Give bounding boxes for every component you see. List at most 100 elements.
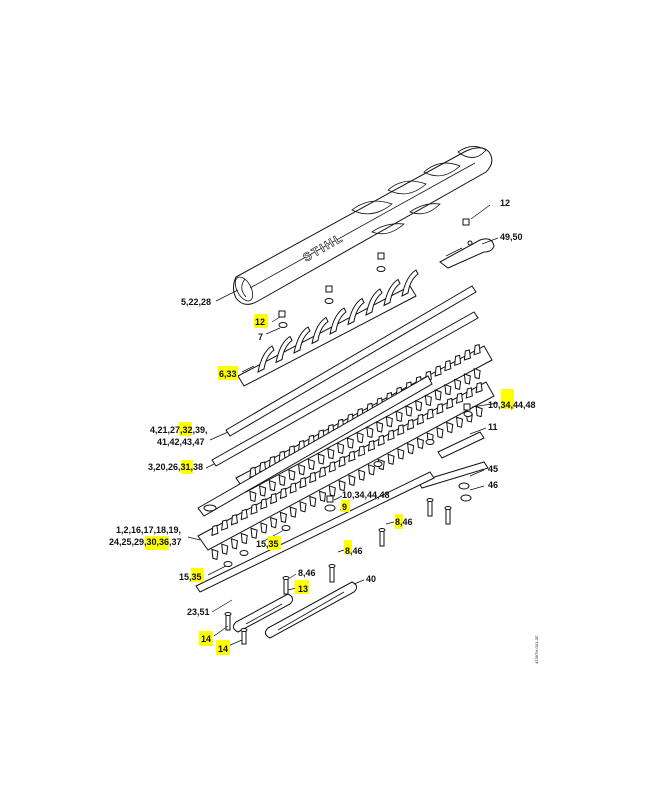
blade-tooth: [473, 367, 481, 380]
callout-label[interactable]: 13: [298, 584, 308, 594]
spacer-bar[interactable]: [197, 375, 433, 517]
blade-tooth: [309, 495, 317, 508]
drawing-number: 4228TH-001-3C: [534, 635, 539, 664]
callout-label[interactable]: 14: [218, 644, 228, 654]
blade-tooth: [415, 399, 423, 412]
blade-tooth: [348, 474, 356, 486]
callout-label[interactable]: 40: [366, 574, 376, 584]
blade-tooth: [446, 397, 454, 410]
nut-group-upper: [278, 218, 470, 328]
stiffener-bar[interactable]: [237, 269, 419, 387]
blade-tooth: [358, 445, 366, 457]
blade-tooth: [289, 482, 297, 494]
blade-tooth: [367, 464, 376, 476]
screw: [444, 506, 452, 525]
callout-label[interactable]: 15,35: [179, 572, 202, 582]
washers: [223, 403, 473, 567]
blade-tooth: [338, 479, 346, 492]
blade-tooth: [426, 408, 434, 420]
blade-tooth: [240, 508, 248, 521]
blade-tooth: [298, 463, 306, 476]
screw: [224, 612, 232, 631]
blade-tooth: [434, 365, 442, 377]
blade-tooth: [260, 522, 268, 534]
callout-label[interactable]: 6,33: [219, 369, 237, 379]
blade-tooth: [475, 382, 483, 394]
callout-label[interactable]: 10,34,44,48: [342, 490, 390, 500]
bottom-bar[interactable]: [195, 471, 435, 593]
spacer-strip-middle[interactable]: [211, 311, 479, 467]
nut: [376, 252, 386, 272]
washer: [281, 525, 291, 531]
blade-tooth: [405, 405, 413, 417]
callout-label[interactable]: 8,46: [298, 568, 316, 578]
callout-label[interactable]: 14: [201, 634, 211, 644]
blade-tooth: [328, 461, 336, 473]
lower-cutter-blade[interactable]: [197, 381, 495, 560]
blade-guard[interactable]: STIHL: [232, 146, 493, 305]
callout-label[interactable]: 45: [488, 464, 498, 474]
blade-tooth: [377, 434, 385, 447]
callout-label[interactable]: 15,35: [256, 539, 279, 549]
callout-label[interactable]: 8,46: [395, 517, 413, 527]
callout-label[interactable]: 7: [258, 332, 263, 342]
slot-plate-13[interactable]: [232, 593, 294, 633]
blade-tooth: [358, 469, 366, 481]
callout-label[interactable]: 8,46: [345, 546, 363, 556]
blade-tooth: [473, 344, 481, 356]
callout-label[interactable]: 3,20,26,31,38: [148, 462, 203, 472]
blade-tooth: [309, 471, 317, 484]
stiffener-prong: [383, 278, 401, 307]
blade-tooth: [434, 389, 442, 401]
callout-label[interactable]: 5,22,28: [181, 297, 211, 307]
side-plate-11[interactable]: [437, 431, 485, 459]
blade-tooth: [436, 427, 444, 439]
blade-tooth: [279, 487, 287, 500]
blade-tooth: [367, 440, 376, 452]
spacer-strip-upper[interactable]: [225, 285, 477, 437]
screw: [426, 498, 434, 517]
callout-label[interactable]: 41,42,43,47: [157, 437, 205, 447]
callout-label[interactable]: 9: [342, 502, 347, 512]
stiffener-prong: [293, 326, 311, 354]
callout-label[interactable]: 12: [500, 198, 510, 208]
blade-tooth: [387, 429, 395, 441]
blade-tooth: [455, 416, 464, 428]
stiffener-prong: [311, 316, 329, 345]
callout-label[interactable]: 23,51: [187, 607, 210, 617]
blade-tooth: [446, 421, 454, 434]
blade-tooth: [289, 506, 297, 518]
callout-label[interactable]: 49,50: [500, 232, 523, 242]
guard-clip[interactable]: [439, 238, 495, 269]
side-plate-45[interactable]: [417, 461, 489, 489]
blade-tooth: [385, 415, 393, 428]
blade-tooth: [397, 424, 405, 436]
blade-tooth: [407, 442, 415, 455]
blade-tooth: [455, 392, 464, 404]
blade-tooth: [463, 373, 471, 385]
blade-tooth: [436, 403, 444, 415]
callout-label[interactable]: 11: [488, 422, 498, 432]
blade-tooth: [416, 413, 424, 426]
blade-tooth: [424, 394, 432, 406]
blade-tooth: [288, 469, 296, 481]
blade-tooth: [250, 527, 258, 539]
blade-tooth: [366, 426, 374, 438]
blade-tooth: [337, 442, 345, 454]
blade-tooth: [356, 431, 364, 444]
callout-label[interactable]: 1,2,16,17,18,19,: [116, 525, 181, 535]
washer: [223, 561, 233, 567]
blade-tooth: [465, 387, 473, 399]
callout-label[interactable]: 46: [488, 480, 498, 490]
stiffener-prong: [257, 345, 275, 373]
callout-label[interactable]: 24,25,29,30,36,37: [109, 537, 182, 547]
blade-tooth: [416, 437, 424, 449]
stiffener-prong: [275, 335, 293, 364]
callout-label[interactable]: 4,21,27,32,39,: [150, 425, 208, 435]
callout-label[interactable]: 10,34,44,48: [488, 400, 536, 410]
callout-label[interactable]: 12: [255, 317, 265, 327]
blade-tooth: [221, 519, 229, 531]
nut: [324, 285, 334, 304]
washer: [324, 495, 336, 512]
blade-tooth: [327, 447, 335, 460]
